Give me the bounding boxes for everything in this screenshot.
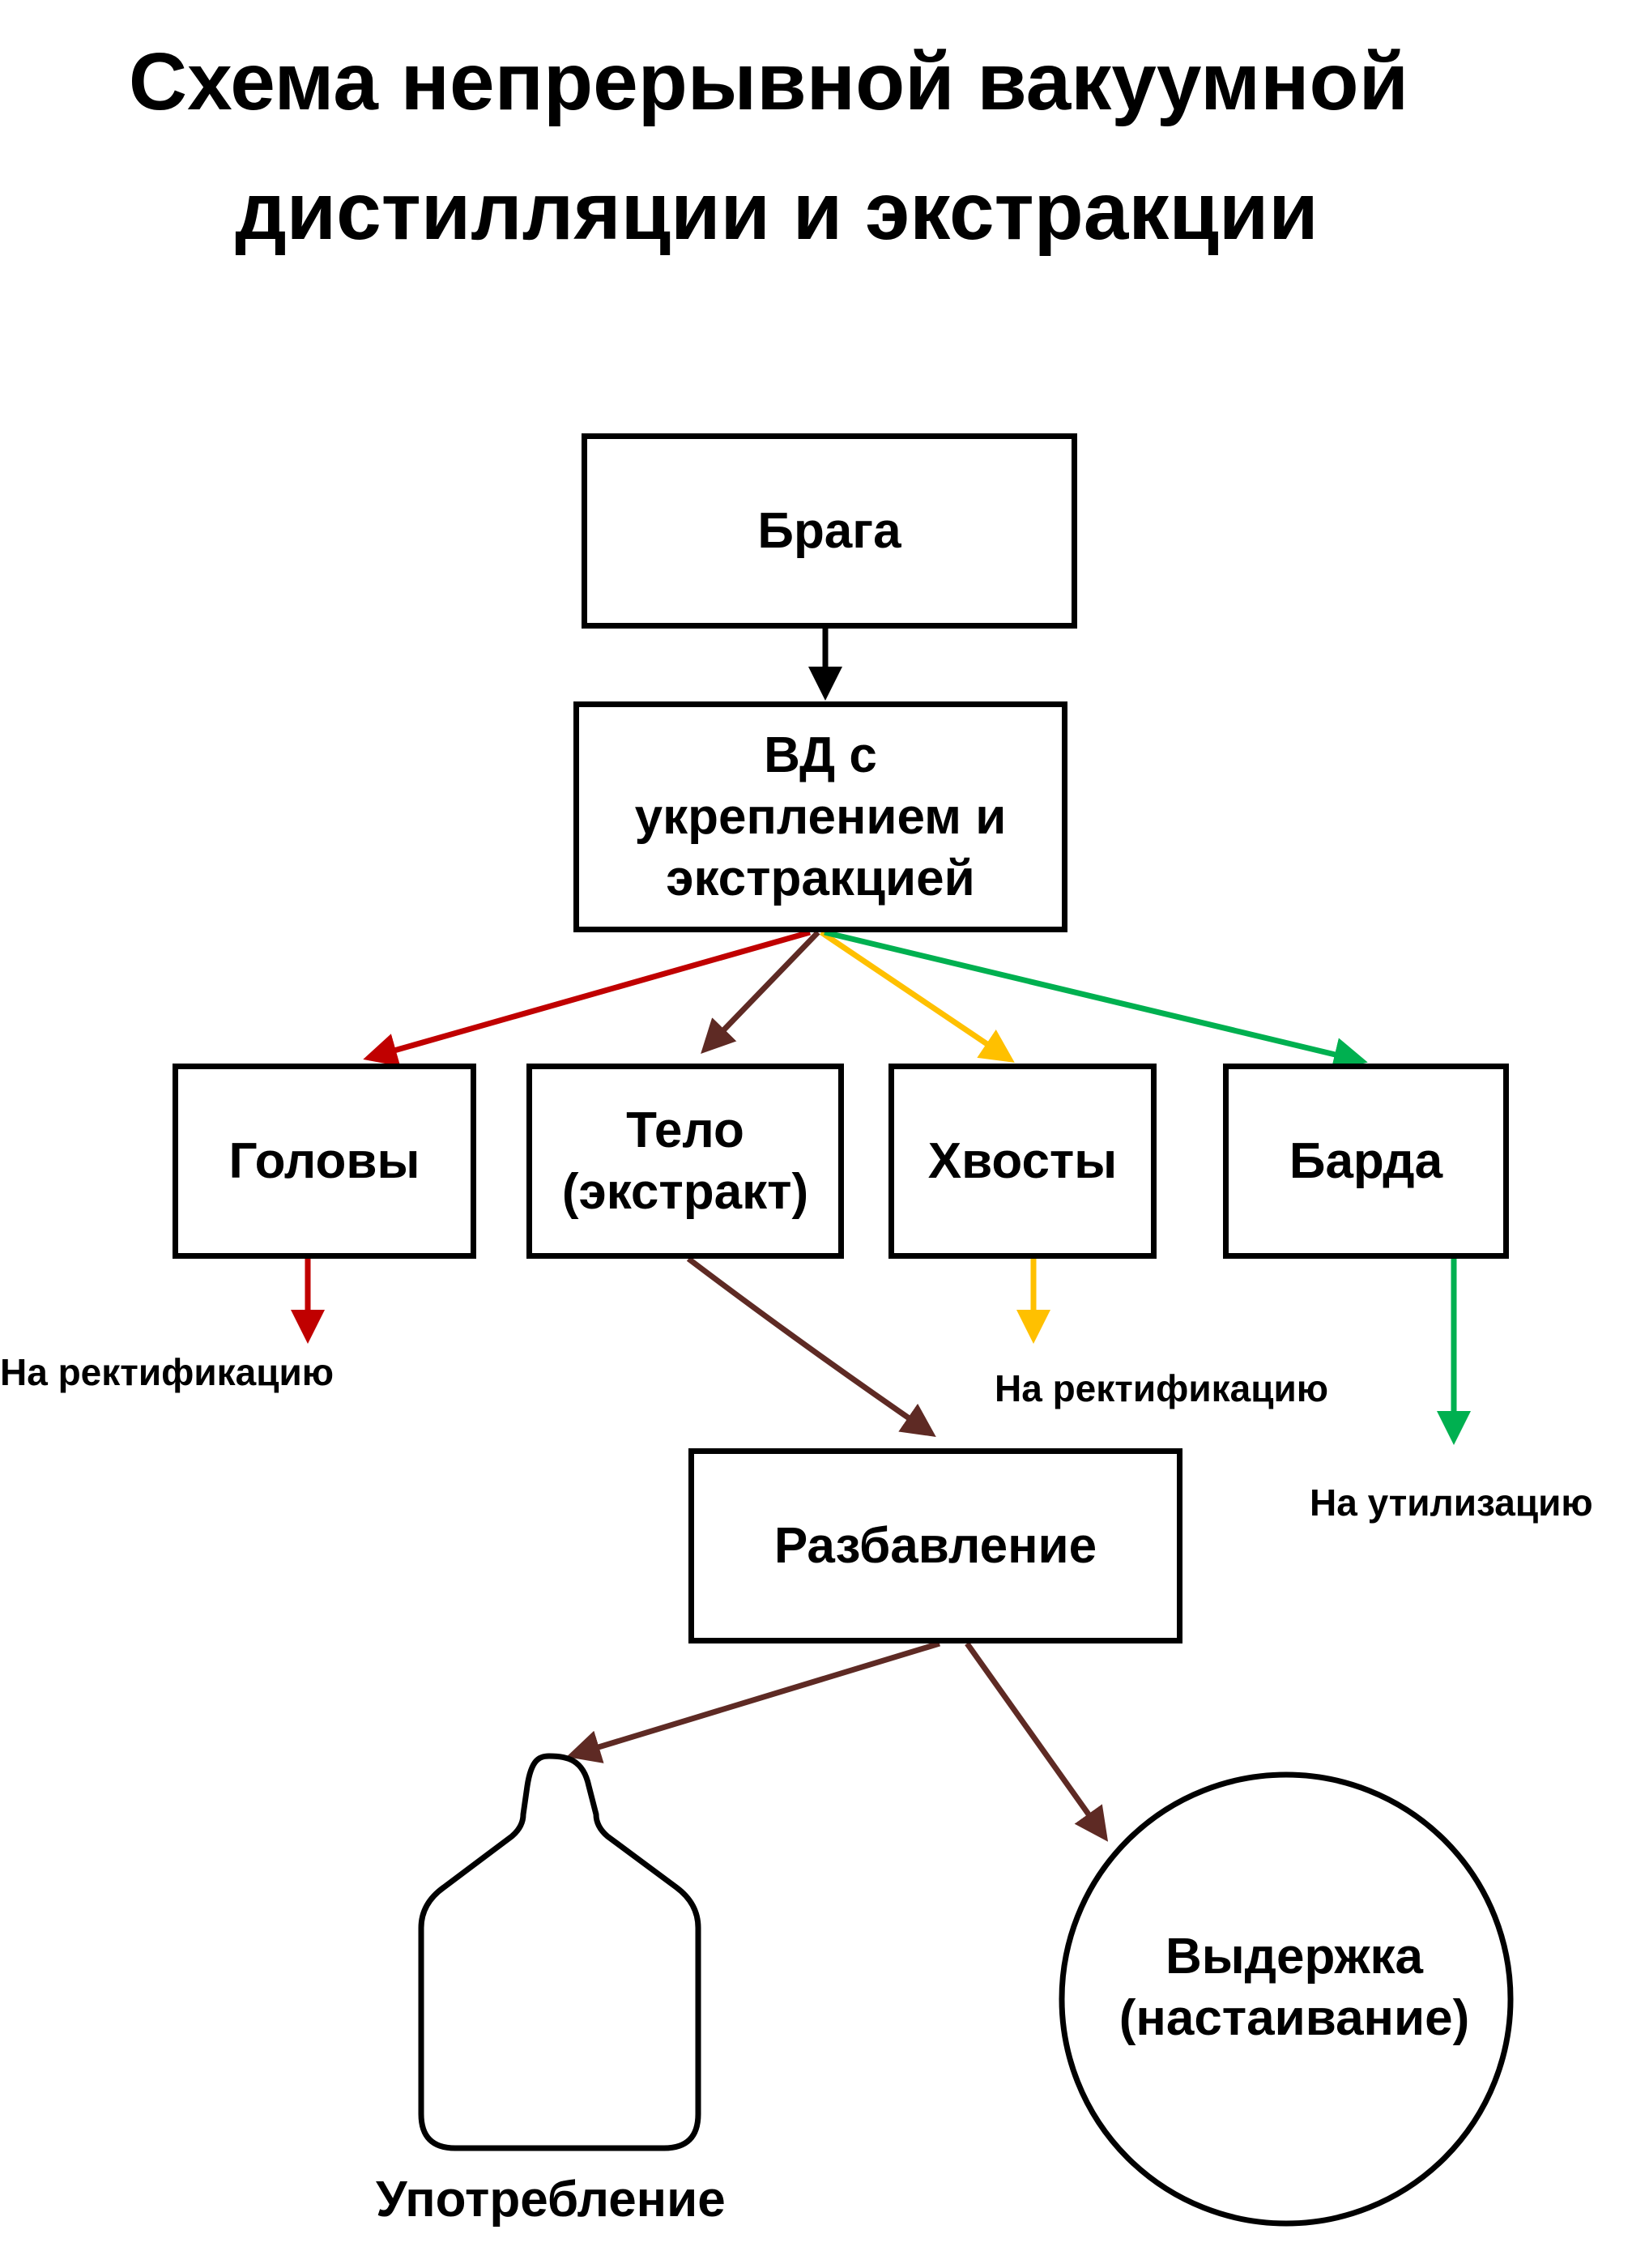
circle-label-line2: (настаивание) xyxy=(1119,1990,1470,2046)
note-golovy-destination: На ректификацию xyxy=(0,1351,334,1393)
arrow-vd-to-golovy xyxy=(363,929,811,1067)
node-barda: Барда xyxy=(1223,1064,1509,1259)
circle-label-vyderzhka: Выдержка (настаивание) xyxy=(1059,1926,1529,2049)
diagram-title-line-2: дистилляции и экстракции xyxy=(235,166,1319,257)
note-barda-destination: На утилизацию xyxy=(1310,1481,1593,1524)
bottle-shape xyxy=(418,1753,701,2151)
node-vd-label-line3: экстракцией xyxy=(666,850,975,906)
circle-label-line1: Выдержка xyxy=(1165,1929,1424,1985)
note-hvosty-destination: На ректификацию xyxy=(995,1367,1329,1409)
node-vd-label-line2: укреплением и xyxy=(634,788,1007,845)
node-golovy: Головы xyxy=(173,1064,476,1259)
node-razbavlenie-label: Разбавление xyxy=(773,1517,1097,1574)
arrow-razbavlenie-to-circle xyxy=(965,1641,1109,1842)
node-vd: ВД с укреплением и экстракцией xyxy=(573,701,1067,932)
arrow-vd-to-barda xyxy=(824,929,1368,1072)
aging-circle xyxy=(1059,1771,1514,2227)
node-braga-label: Брага xyxy=(757,502,901,559)
node-telo: Тело (экстракт) xyxy=(526,1064,844,1259)
node-hvosty-label: Хвосты xyxy=(927,1132,1118,1189)
node-braga: Брага xyxy=(582,433,1077,629)
arrow-vd-to-telo xyxy=(701,930,820,1055)
node-telo-label-line1: Тело xyxy=(626,1102,744,1158)
node-barda-label: Барда xyxy=(1289,1132,1443,1189)
bottle-label-upotreblenie: Употребление xyxy=(376,2172,726,2228)
arrow-razbavlenie-to-bottle xyxy=(566,1640,941,1763)
node-telo-label-line2: (экстракт) xyxy=(561,1163,809,1220)
arrow-vd-to-hvosty xyxy=(820,930,1015,1063)
diagram-title-line-1: Схема непрерывной вакуумной xyxy=(128,36,1409,127)
arrow-telo-to-razbavlenie xyxy=(686,1256,936,1437)
node-hvosty: Хвосты xyxy=(888,1064,1157,1259)
node-vd-label-line1: ВД с xyxy=(764,727,877,783)
node-golovy-label: Головы xyxy=(228,1132,420,1189)
node-razbavlenie: Разбавление xyxy=(688,1448,1182,1643)
